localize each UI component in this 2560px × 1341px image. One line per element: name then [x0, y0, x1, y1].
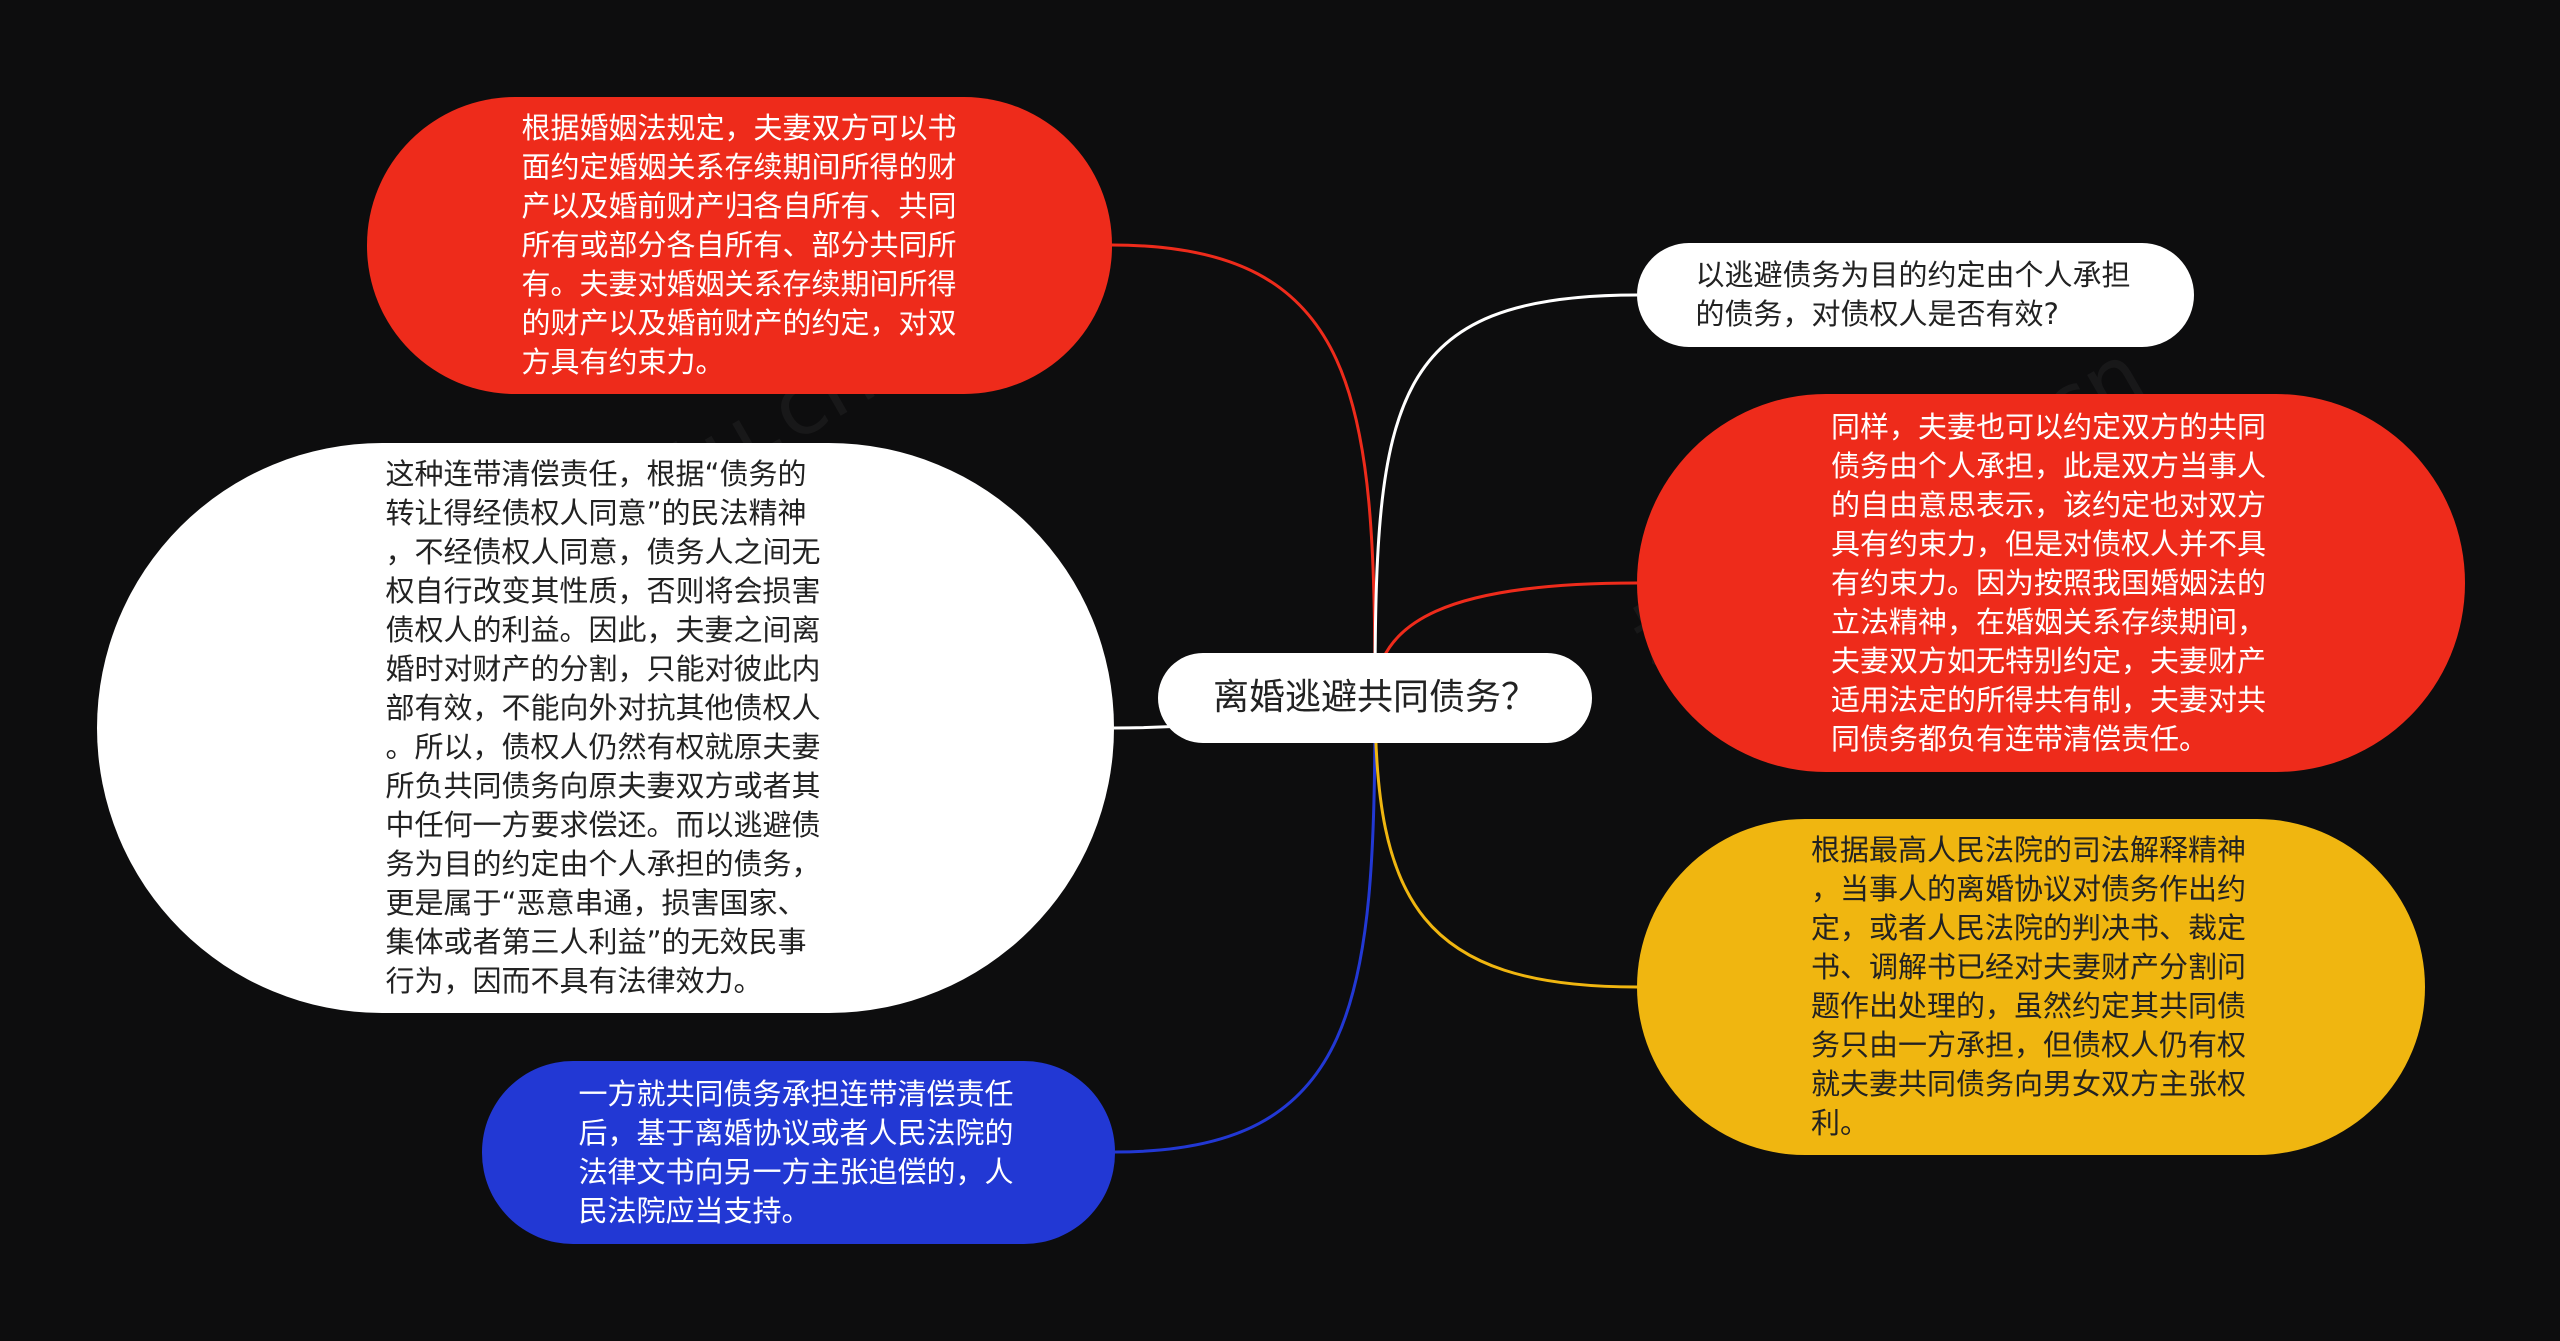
topic-text: 以逃避债务为目的约定由个人承担 的债务，对债权人是否有效?	[1695, 258, 2131, 331]
link-right-white	[1373, 293, 1638, 699]
link-left-red	[1111, 243, 1377, 699]
link-right-yellow	[1373, 697, 1638, 989]
central-topic[interactable]: 离婚逃避共同债务？	[1158, 653, 1592, 743]
topic-text: 根据最高人民法院的司法解释精神 ，当事人的离婚协议对债务作出约 定，或者人民法院…	[1811, 833, 2247, 1140]
topic-text: 根据婚姻法规定，夫妻双方可以书 面约定婚姻关系存续期间所得的财 产以及婚前财产归…	[521, 111, 957, 379]
topic-node-right-white[interactable]: 以逃避债务为目的约定由个人承担 的债务，对债权人是否有效?	[1637, 243, 2194, 347]
topic-node-left-white[interactable]: 这种连带清偿责任，根据“债务的 转让得经债权人同意”的民法精神 ，不经债权人同意…	[97, 443, 1114, 1013]
link-left-blue	[1114, 697, 1377, 1154]
topic-text: 一方就共同债务承担连带清偿责任 后，基于离婚协议或者人民法院的 法律文书向另一方…	[578, 1076, 1014, 1228]
topic-node-right-yellow[interactable]: 根据最高人民法院的司法解释精神 ，当事人的离婚协议对债务作出约 定，或者人民法院…	[1637, 819, 2425, 1155]
topic-node-right-red[interactable]: 同样，夫妻也可以约定双方的共同 债务由个人承担，此是双方当事人 的自由意思表示，…	[1637, 394, 2465, 772]
topic-node-left-blue[interactable]: 一方就共同债务承担连带清偿责任 后，基于离婚协议或者人民法院的 法律文书向另一方…	[482, 1061, 1115, 1244]
topic-text: 同样，夫妻也可以约定双方的共同 债务由个人承担，此是双方当事人 的自由意思表示，…	[1831, 409, 2267, 756]
topic-text: 这种连带清偿责任，根据“债务的 转让得经债权人同意”的民法精神 ，不经债权人同意…	[385, 457, 821, 998]
central-topic-label: 离婚逃避共同债务？	[1212, 677, 1537, 718]
topic-node-left-red[interactable]: 根据婚姻法规定，夫妻双方可以书 面约定婚姻关系存续期间所得的财 产以及婚前财产归…	[367, 97, 1112, 394]
